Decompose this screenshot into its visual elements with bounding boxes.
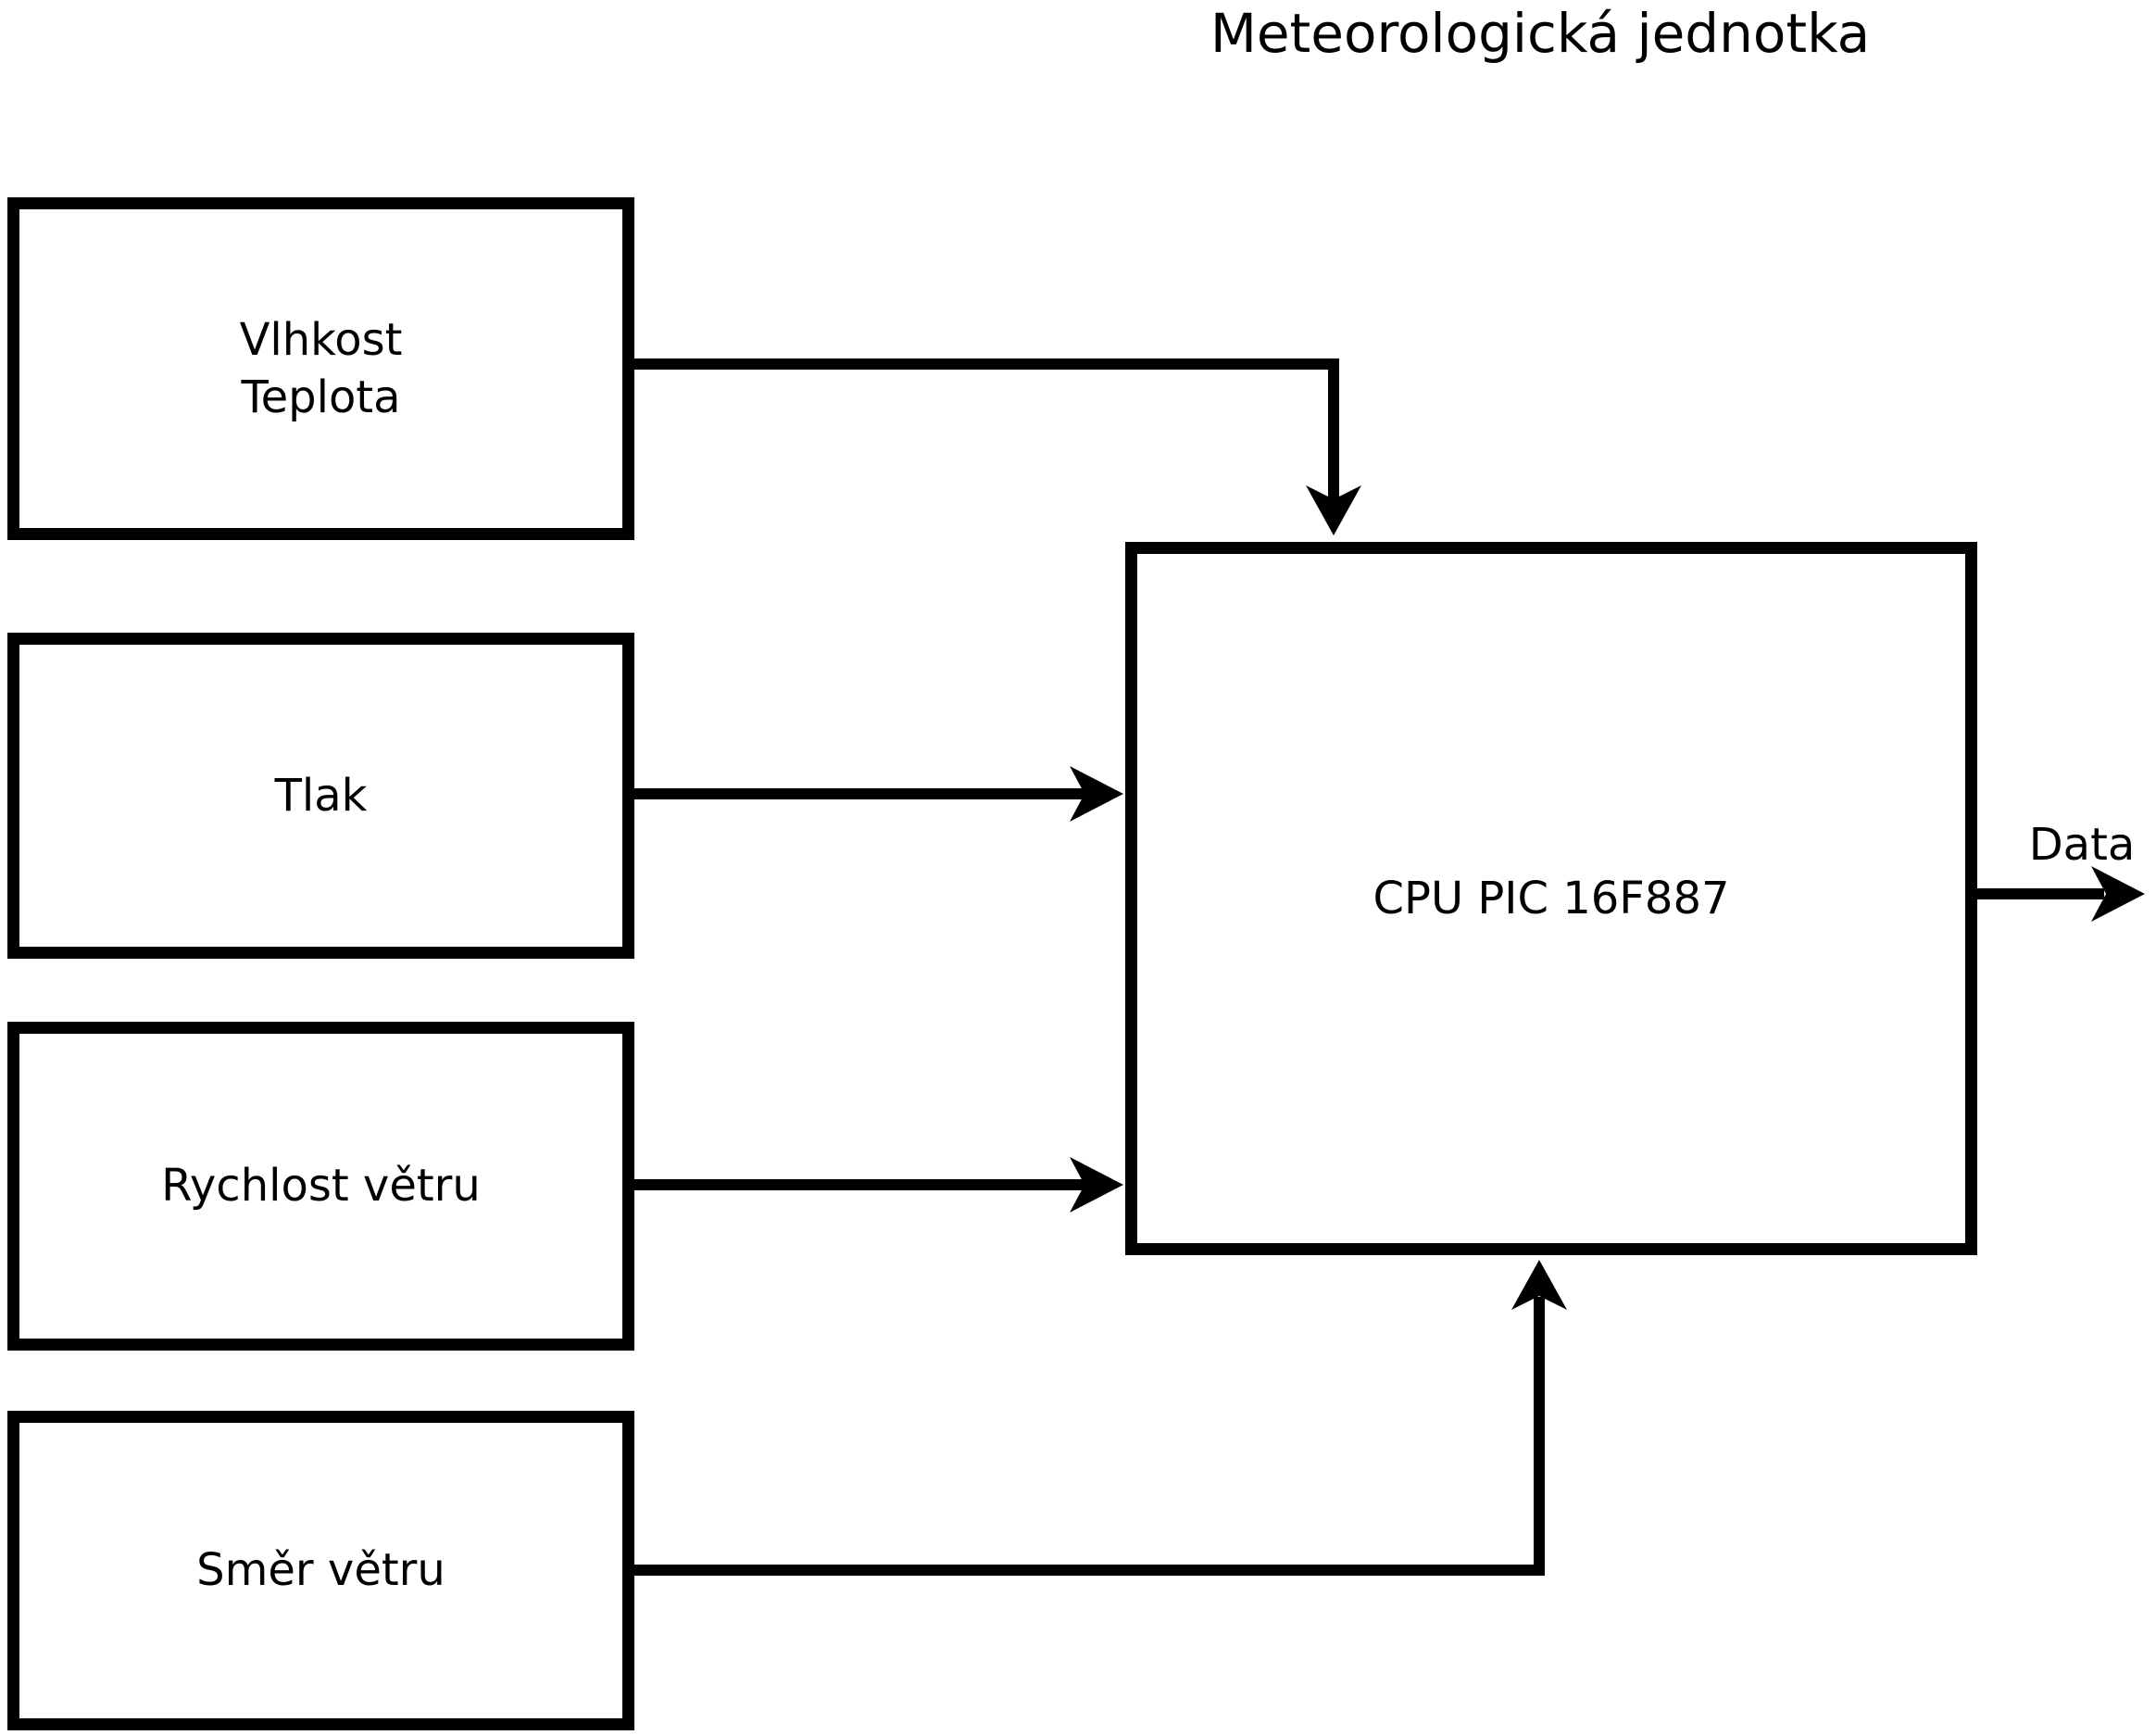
arrow-cpu-to-data — [1977, 866, 2145, 922]
block-vlhkost-teplota-label: Vlhkost Teplota — [239, 313, 403, 423]
block-smer-vetru-label: Směr větru — [196, 1544, 445, 1597]
data-output-label: Data — [2028, 819, 2136, 871]
block-rychlost-vetru-label: Rychlost větru — [161, 1160, 481, 1213]
arrow-rychlost-vetru-to-cpu — [634, 1157, 1123, 1213]
arrow-vlhkost-teplota-to-cpu — [634, 358, 1361, 535]
arrow-smer-vetru-to-cpu — [634, 1260, 1567, 1576]
block-tlak-label: Tlak — [274, 769, 368, 822]
block-cpu-label: CPU PIC 16F887 — [1373, 872, 1730, 924]
arrow-tlak-to-cpu — [634, 766, 1123, 822]
block-cpu: CPU PIC 16F887 — [1125, 542, 1977, 1255]
block-vlhkost-teplota: Vlhkost Teplota — [7, 197, 634, 540]
block-smer-vetru: Směr větru — [7, 1411, 634, 1730]
block-tlak: Tlak — [7, 633, 634, 959]
block-rychlost-vetru: Rychlost větru — [7, 1022, 634, 1351]
diagram-title: Meteorologická jednotka — [1210, 2, 1871, 65]
